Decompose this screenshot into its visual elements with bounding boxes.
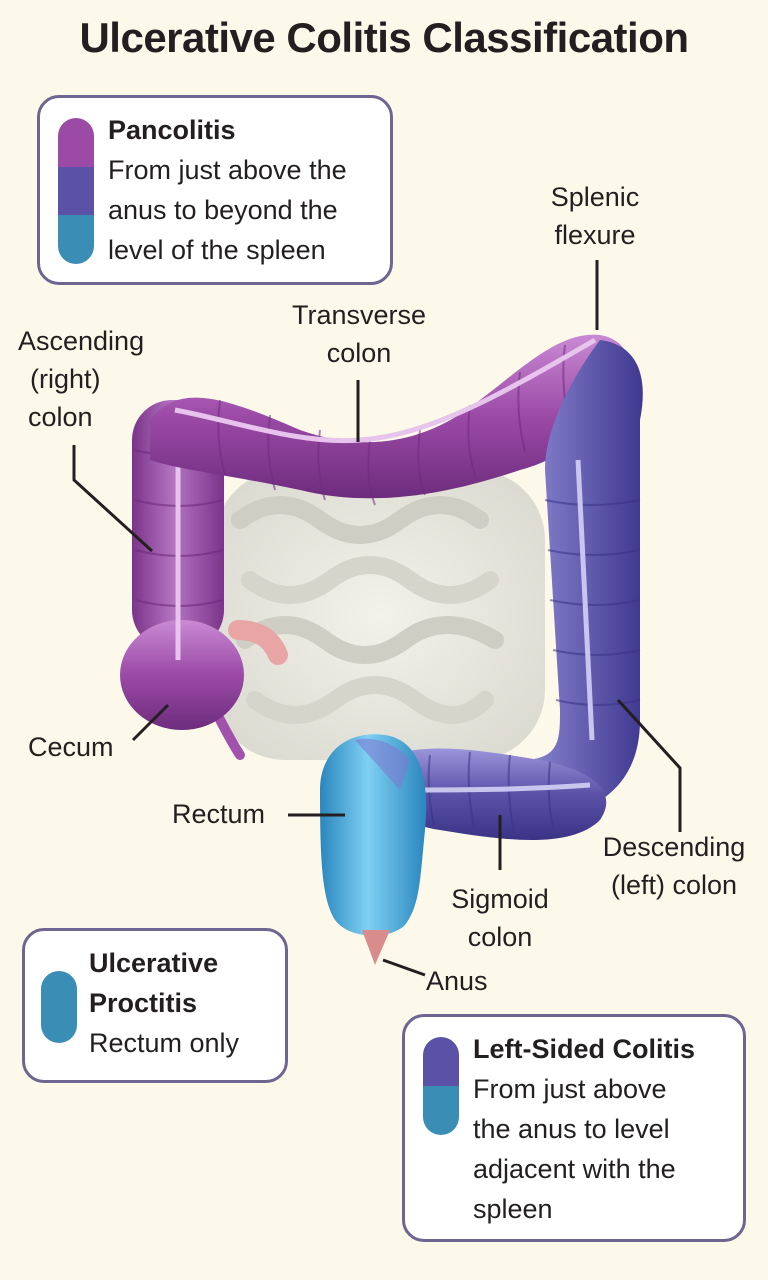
pancolitis-swatch [58,118,94,264]
transverse-colon [150,334,631,506]
label-ascending-colon: Ascending(right)colon [18,326,145,432]
label-cecum: Cecum [28,732,114,762]
leader-lines [72,260,682,977]
swatch-purple [58,118,94,167]
pancolitis-line-1: From just above the [108,155,347,185]
proctitis-heading-line-1: Ulcerative [89,948,219,978]
descending-colon [430,340,643,820]
label-descending-colon: Descending(left) colon [602,832,746,900]
small-intestine [215,470,545,760]
left-sided-line-3: adjacent with the [473,1154,676,1184]
proctitis-line-1: Rectum only [89,1028,240,1058]
proctitis-swatch [41,971,77,1043]
left-sided-heading: Left-Sided Colitis [473,1034,695,1064]
swatch-blue [423,1086,459,1135]
swatch-violet [423,1037,459,1086]
ileum [228,620,288,665]
pancolitis-heading: Pancolitis [108,115,236,145]
swatch-blue [41,971,77,1043]
label-rectum: Rectum [172,799,266,829]
swatch-violet [58,166,94,216]
left-sided-legend: Left-Sided Colitis From just above the a… [402,1014,746,1242]
left-sided-swatch [423,1037,459,1135]
left-sided-line-2: the anus to level [473,1114,670,1144]
rectum [320,734,427,965]
pancolitis-line-3: level of the spleen [108,235,326,265]
pancolitis-line-2: anus to beyond the [108,195,338,225]
page-title: Ulcerative Colitis Classification [79,14,689,61]
pancolitis-legend: Pancolitis From just above the anus to b… [37,95,393,285]
proctitis-heading-line-2: Proctitis [89,988,198,1018]
proctitis-legend: Ulcerative Proctitis Rectum only [22,928,288,1083]
swatch-blue [58,215,94,264]
left-sided-line-4: spleen [473,1194,553,1224]
left-sided-line-1: From just above [473,1074,667,1104]
label-anus: Anus [426,966,488,996]
